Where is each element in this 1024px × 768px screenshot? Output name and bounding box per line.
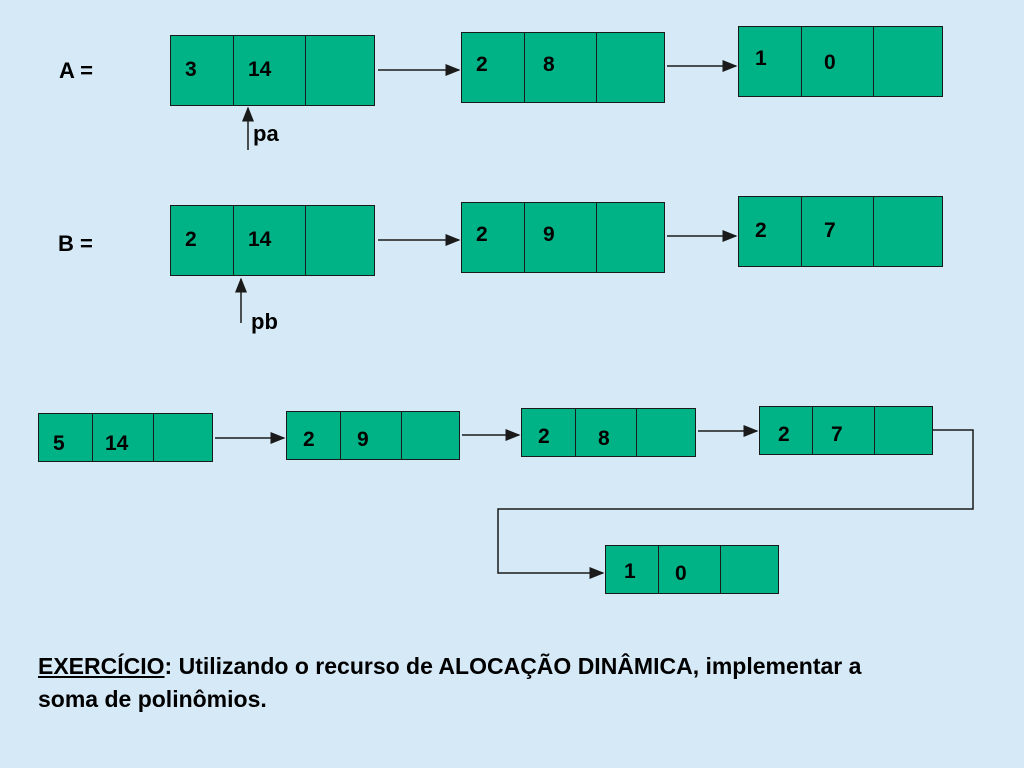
coef-value: 5: [53, 432, 65, 455]
exp-value: 0: [675, 562, 687, 585]
node-r-2: 2 9: [286, 411, 460, 460]
node-r-3: 2 8: [521, 408, 696, 457]
exp-value: 8: [543, 53, 555, 76]
coef-cell: 2: [462, 203, 525, 272]
next-pointer-cell: [306, 206, 374, 275]
exp-cell: 0: [802, 27, 874, 96]
exp-cell: 14: [234, 206, 306, 275]
next-pointer-cell: [637, 409, 695, 456]
coef-value: 2: [185, 228, 197, 251]
coef-cell: 1: [606, 546, 659, 593]
coef-cell: 2: [287, 412, 341, 459]
coef-cell: 5: [39, 414, 93, 461]
coef-value: 1: [624, 560, 636, 583]
exp-cell: 7: [813, 407, 875, 454]
next-pointer-cell: [875, 407, 932, 454]
coef-cell: 2: [522, 409, 576, 456]
next-pointer-cell: [597, 33, 664, 102]
label-pb: pb: [251, 309, 278, 334]
exp-value: 7: [831, 423, 843, 446]
coef-cell: 2: [760, 407, 813, 454]
next-pointer-cell: [874, 197, 942, 266]
exp-cell: 8: [576, 409, 637, 456]
exercise-title: EXERCÍCIO: [38, 653, 165, 679]
coef-cell: 2: [739, 197, 802, 266]
coef-value: 1: [755, 47, 767, 70]
exp-value: 14: [248, 58, 272, 81]
exp-value: 7: [824, 219, 836, 242]
node-a-3: 1 0: [738, 26, 943, 97]
exp-cell: 9: [341, 412, 402, 459]
next-pointer-cell: [306, 36, 374, 105]
label-b: B =: [58, 231, 93, 256]
label-pa: pa: [253, 121, 279, 146]
node-b-2: 2 9: [461, 202, 665, 273]
coef-value: 2: [476, 223, 488, 246]
next-pointer-cell: [874, 27, 942, 96]
coef-cell: 2: [171, 206, 234, 275]
exp-value: 8: [598, 427, 610, 450]
next-pointer-cell: [402, 412, 459, 459]
coef-value: 2: [476, 53, 488, 76]
node-a-1: 3 14: [170, 35, 375, 106]
exp-value: 14: [105, 432, 129, 455]
coef-cell: 1: [739, 27, 802, 96]
coef-value: 2: [303, 428, 315, 451]
node-r-4: 2 7: [759, 406, 933, 455]
exp-cell: 14: [234, 36, 306, 105]
exp-value: 9: [357, 428, 369, 451]
coef-value: 2: [755, 219, 767, 242]
exp-cell: 7: [802, 197, 874, 266]
next-pointer-cell: [721, 546, 778, 593]
coef-value: 2: [778, 423, 790, 446]
node-a-2: 2 8: [461, 32, 665, 103]
next-pointer-cell: [597, 203, 664, 272]
exp-value: 9: [543, 223, 555, 246]
exercise-text: : Utilizando o recurso de ALOCAÇÃO DINÂM…: [38, 653, 862, 712]
coef-value: 3: [185, 58, 197, 81]
exp-cell: 8: [525, 33, 597, 102]
exp-cell: 0: [659, 546, 721, 593]
node-b-1: 2 14: [170, 205, 375, 276]
exercise-caption: EXERCÍCIO: Utilizando o recurso de ALOCA…: [38, 650, 918, 716]
exp-value: 14: [248, 228, 272, 251]
arrow-r-4: [497, 429, 974, 579]
node-r-5: 1 0: [605, 545, 779, 594]
exp-cell: 9: [525, 203, 597, 272]
coef-cell: 2: [462, 33, 525, 102]
next-pointer-cell: [154, 414, 212, 461]
node-b-3: 2 7: [738, 196, 943, 267]
label-a: A =: [59, 58, 94, 83]
coef-cell: 3: [171, 36, 234, 105]
node-r-1: 5 14: [38, 413, 213, 462]
exp-cell: 14: [93, 414, 154, 461]
coef-value: 2: [538, 425, 550, 448]
exp-value: 0: [824, 51, 836, 74]
